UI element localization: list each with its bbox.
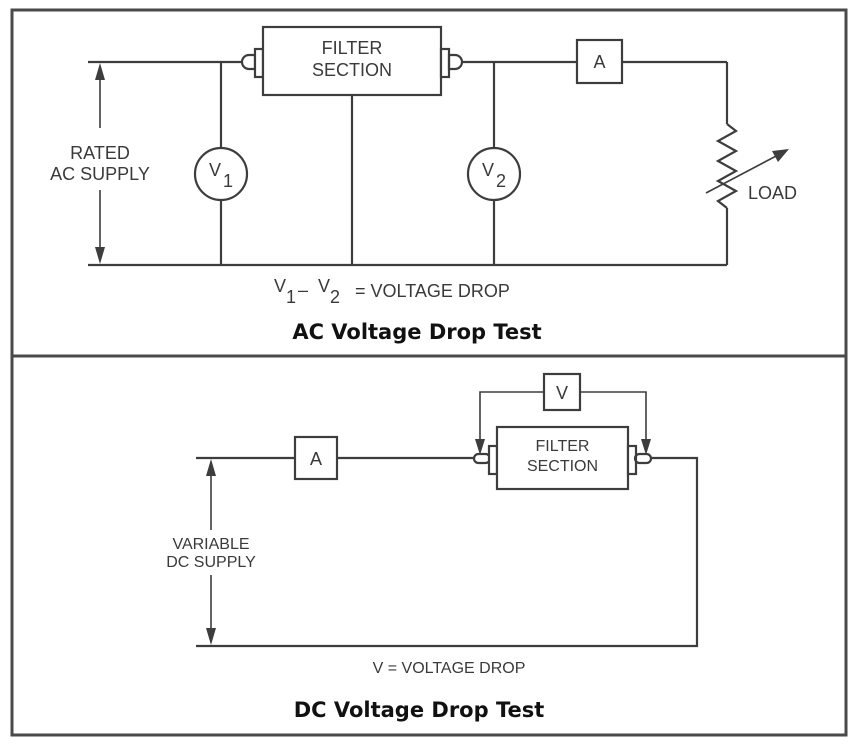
ac-formula: V 1 – V 2 = VOLTAGE DROP — [274, 276, 510, 307]
ac-supply-label-line1: RATED — [70, 143, 130, 163]
dc-filter-section — [495, 425, 630, 491]
v2-letter: V — [482, 160, 494, 180]
ac-circuit: RATED AC SUPPLY V 1 FILTER SECTION A — [50, 25, 797, 344]
ac-supply-arrow — [95, 63, 105, 264]
formula-rest: = VOLTAGE DROP — [355, 281, 510, 301]
formula-v1: V — [274, 276, 286, 296]
dc-filter-label-line2: SECTION — [527, 458, 598, 475]
ac-filter-output-connector — [439, 47, 464, 79]
formula-minus: – — [298, 280, 308, 300]
dc-formula: V = VOLTAGE DROP — [373, 660, 526, 677]
v1-subscript: 1 — [223, 171, 233, 191]
dc-ammeter — [293, 435, 339, 481]
dc-return-wire — [196, 456, 699, 648]
dc-supply-label-line1: VARIABLE — [172, 536, 249, 553]
voltmeter-v2 — [466, 146, 522, 202]
dc-supply-label-line2: DC SUPPLY — [166, 554, 256, 571]
ac-supply-label-line2: AC SUPPLY — [50, 164, 150, 184]
ac-filter-input-connector — [240, 47, 265, 79]
dc-voltmeter-label: V — [556, 383, 568, 403]
load-label: LOAD — [748, 183, 797, 203]
variable-resistor-load-icon — [705, 62, 789, 265]
dc-filter-input-connector — [472, 444, 499, 476]
voltmeter-v1 — [193, 146, 249, 202]
dc-voltmeter-leads — [475, 391, 651, 455]
dc-supply-arrow — [206, 459, 216, 645]
ac-panel-title: AC Voltage Drop Test — [292, 320, 541, 344]
formula-v1-sub: 1 — [286, 287, 296, 307]
dc-filter-output-connector — [626, 444, 653, 476]
ac-filter-label-line1: FILTER — [322, 38, 383, 58]
dc-panel-title: DC Voltage Drop Test — [294, 698, 545, 722]
v2-subscript: 2 — [496, 171, 506, 191]
dc-filter-label-line1: FILTER — [536, 438, 590, 455]
ac-filter-section — [261, 25, 443, 97]
ac-filter-label-line2: SECTION — [312, 60, 392, 80]
v1-letter: V — [209, 160, 221, 180]
dc-ammeter-label: A — [310, 449, 322, 469]
outer-frame — [10, 8, 848, 737]
dc-voltmeter — [542, 372, 582, 412]
formula-v2-sub: 2 — [330, 287, 340, 307]
ac-ammeter-label: A — [593, 52, 605, 72]
formula-v2: V — [318, 276, 330, 296]
dc-circuit: A FILTER SECTION V — [166, 372, 699, 722]
